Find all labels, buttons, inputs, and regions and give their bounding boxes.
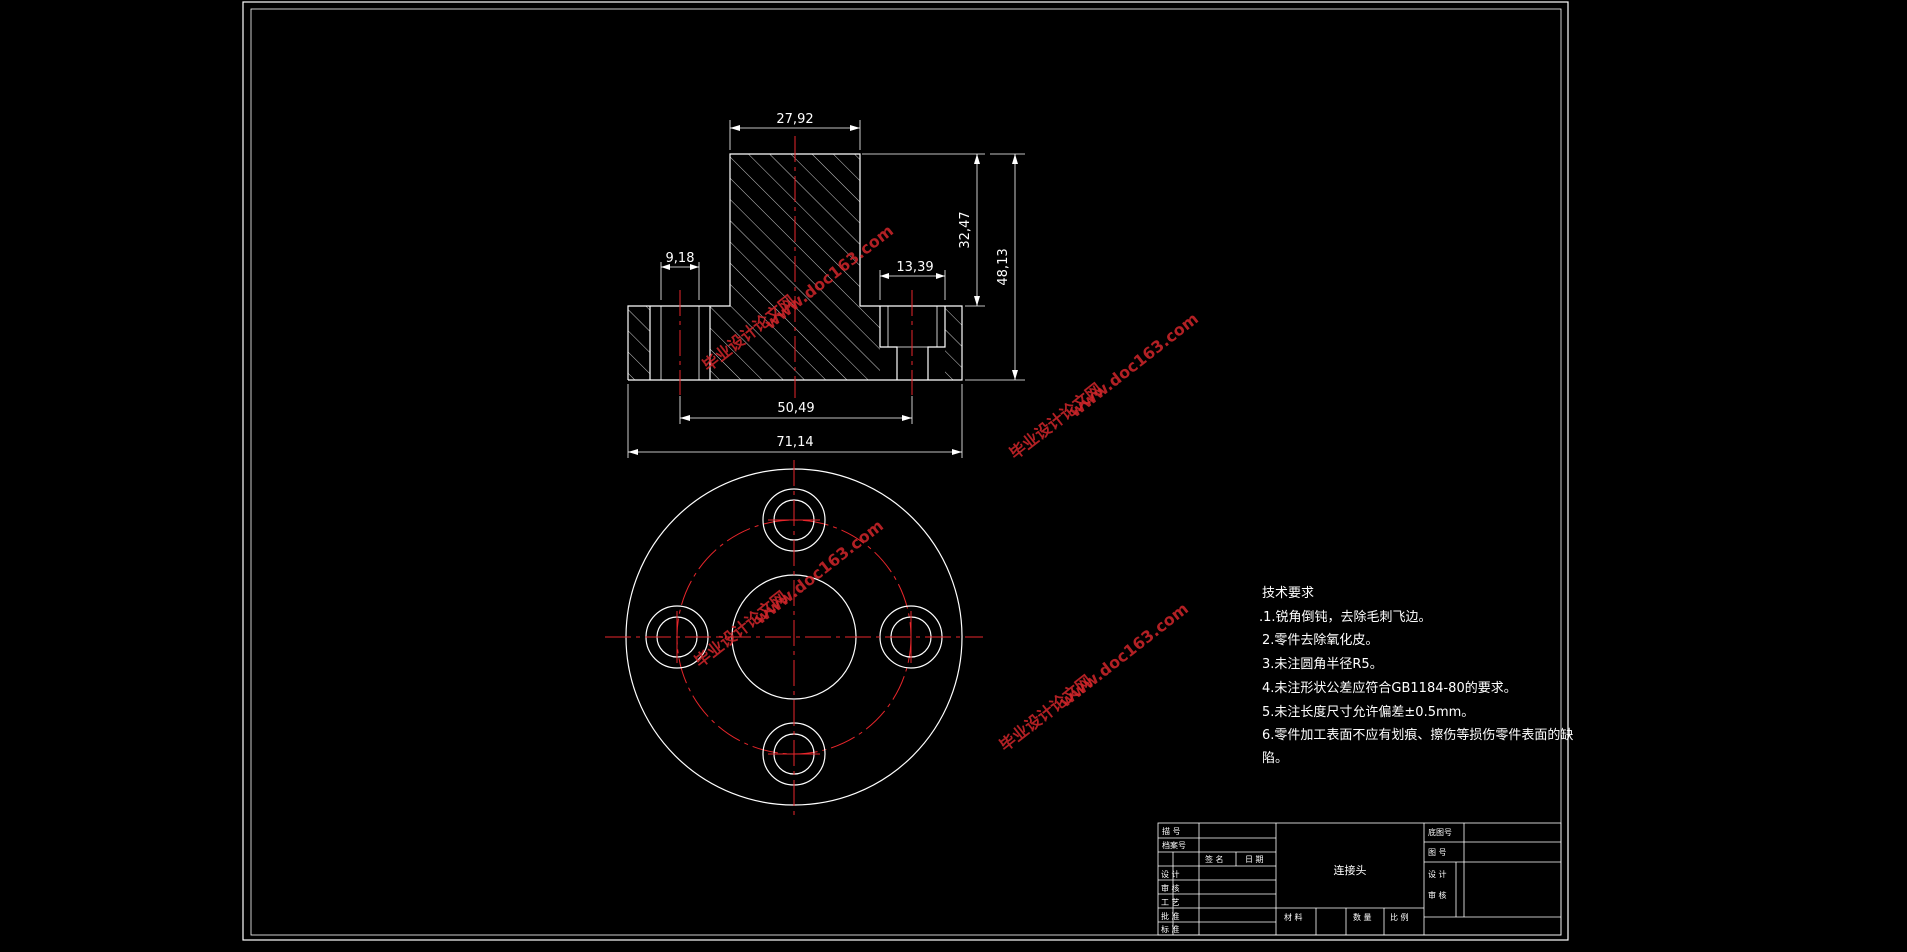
right-counterbore xyxy=(879,306,898,380)
note-6: 6.零件加工表面不应有划痕、擦伤等损伤零件表面的缺 xyxy=(1262,727,1573,743)
tb-left-label-4: 工 艺 xyxy=(1161,898,1180,907)
dim-counterbore-right: 13,39 xyxy=(896,260,933,275)
tb-right-label-0: 底图号 xyxy=(1428,827,1452,837)
plan-view xyxy=(605,460,983,818)
section-view: 27,92 9,18 13,39 32,47 48,13 xyxy=(627,112,1025,458)
tb-change-label-1: 日 期 xyxy=(1245,855,1264,864)
right-counterbore-2 xyxy=(927,306,946,380)
tb-left-label-2: 设 计 xyxy=(1161,869,1180,879)
tb-bottom-label-2: 比 例 xyxy=(1390,912,1409,922)
dim-top-width: 27,92 xyxy=(776,112,813,127)
dim-overall-width: 71,14 xyxy=(776,435,813,450)
note-1: .1.锐角倒钝，去除毛刺飞边。 xyxy=(1259,610,1432,625)
tb-change-label-0: 签 名 xyxy=(1205,854,1224,864)
watermark-url-2: www.doc163.com xyxy=(1066,309,1202,421)
flange-hatch-left xyxy=(628,306,650,380)
tb-left-label-0: 描 号 xyxy=(1162,826,1181,836)
flange-hatch-right xyxy=(945,306,962,380)
note-4: 4.未注形状公差应符合GB1184-80的要求。 xyxy=(1262,680,1517,696)
dim-hole-spacing: 50,49 xyxy=(777,401,814,416)
flange-hatch-mid-right xyxy=(860,306,880,380)
notes-heading: 技术要求 xyxy=(1262,586,1314,601)
note-3: 3.未注圆角半径R5。 xyxy=(1262,657,1383,672)
tb-right-label-3: 审 核 xyxy=(1428,890,1447,900)
outer-frame xyxy=(242,1,1569,941)
tb-left-label-6: 标 准 xyxy=(1161,924,1180,934)
note-5: 5.未注长度尺寸允许偏差±0.5mm。 xyxy=(1262,704,1474,720)
tb-bottom-label-1: 数 量 xyxy=(1353,912,1372,922)
flange-hatch-mid-left xyxy=(710,306,730,380)
tb-right-label-2: 设 计 xyxy=(1428,869,1447,879)
title-block: 描 号 档案号 设 计 审 核 工 艺 批 准 标 准 签 名 日 期 连接头 … xyxy=(1157,822,1562,936)
tb-left-label-3: 审 核 xyxy=(1161,883,1180,893)
watermark-cn-3: 毕业设计论文网 xyxy=(691,587,791,671)
note-2: 2.零件去除氧化皮。 xyxy=(1262,633,1378,648)
tb-bottom-label-0: 材 料 xyxy=(1284,912,1303,922)
note-6-cont: 陷。 xyxy=(1262,751,1288,766)
dim-total-height: 48,13 xyxy=(996,248,1011,285)
watermark-url-4: www.doc163.com xyxy=(1056,599,1192,711)
technical-notes: 技术要求 .1.锐角倒钝，去除毛刺飞边。 2.零件去除氧化皮。 3.未注圆角半径… xyxy=(1259,586,1573,766)
tb-right-label-1: 图 号 xyxy=(1428,848,1447,857)
dim-hole-left: 9,18 xyxy=(666,251,695,266)
tb-left-label-1: 档案号 xyxy=(1162,840,1186,850)
tb-left-label-5: 批 准 xyxy=(1161,911,1180,921)
section-outline xyxy=(627,153,963,381)
tb-part-name: 连接头 xyxy=(1334,864,1367,877)
inner-frame xyxy=(250,8,1562,936)
dim-step-height: 32,47 xyxy=(958,211,973,248)
